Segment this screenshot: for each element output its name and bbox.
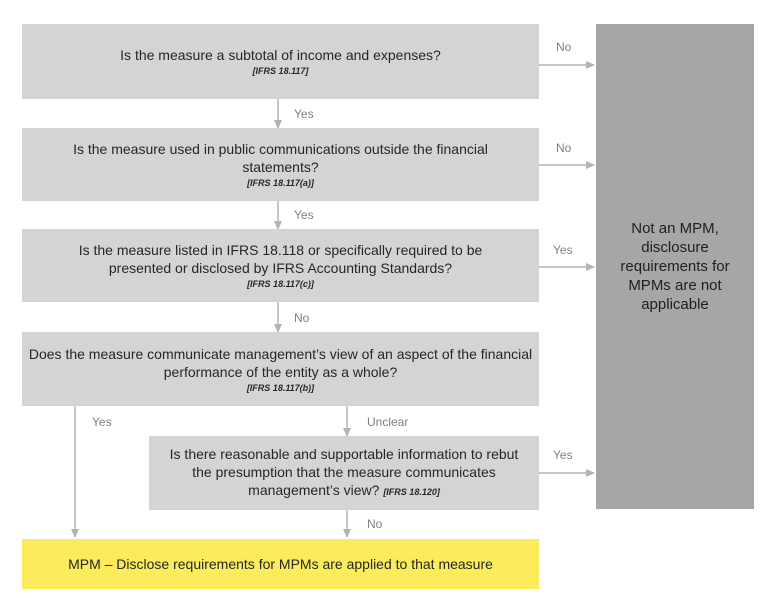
outcome-mpm-text: MPM – Disclose requirements for MPMs are… xyxy=(68,556,493,572)
outcome-not-mpm: Not an MPM, disclosure requirements for … xyxy=(596,24,754,509)
question-text-body: Is there reasonable and supportable info… xyxy=(169,446,519,498)
label-q2-no: No xyxy=(556,141,572,155)
label-q4-yes: Yes xyxy=(92,415,112,429)
reference-text: [IFRS 18.120] xyxy=(383,487,440,497)
question-box-listed-measure: Is the measure listed in IFRS 18.118 or … xyxy=(22,229,539,302)
question-text: Is the measure listed in IFRS 18.118 or … xyxy=(78,242,483,276)
label-q2-yes: Yes xyxy=(294,208,314,222)
question-text: Does the measure communicate management’… xyxy=(28,345,533,380)
question-box-management-view: Does the measure communicate management’… xyxy=(22,332,539,406)
reference-text: [IFRS 18.117] xyxy=(252,66,309,76)
question-box-public-communications: Is the measure used in public communicat… xyxy=(22,128,539,201)
label-q4-unclear: Unclear xyxy=(367,415,409,429)
question-box-rebut-presumption: Is there reasonable and supportable info… xyxy=(149,436,539,510)
label-q3-no: No xyxy=(294,311,310,325)
outcome-not-mpm-text: Not an MPM, disclosure requirements for … xyxy=(620,220,730,313)
label-q5-no: No xyxy=(367,517,383,531)
question-text: Is the measure a subtotal of income and … xyxy=(120,47,441,63)
reference-text: [IFRS 18.117(c)] xyxy=(247,279,314,289)
label-q5-yes: Yes xyxy=(553,448,573,462)
question-text: Is the measure used in public communicat… xyxy=(73,141,488,175)
question-text: Is there reasonable and supportable info… xyxy=(159,445,529,501)
label-q1-no: No xyxy=(556,40,572,54)
reference-text: [IFRS 18.117(b)] xyxy=(246,382,315,393)
label-q3-yes: Yes xyxy=(553,243,573,257)
reference-text: [IFRS 18.117(a)] xyxy=(247,178,314,188)
outcome-mpm: MPM – Disclose requirements for MPMs are… xyxy=(22,539,539,589)
question-box-subtotal: Is the measure a subtotal of income and … xyxy=(22,24,539,99)
label-q1-yes: Yes xyxy=(294,107,314,121)
